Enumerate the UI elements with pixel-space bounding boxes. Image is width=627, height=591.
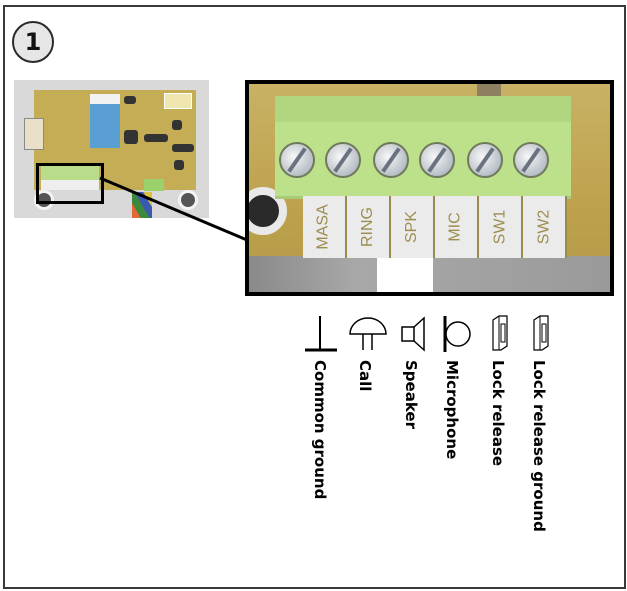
lock-icon [492,315,508,351]
step-number-badge: 1 [12,21,54,63]
terminal-screw [467,142,503,178]
speaker-icon [401,316,425,352]
terminal-label-spk: SPK [391,196,435,258]
wires [132,192,152,218]
terminal-label-text: MASA [315,204,332,250]
mounting-hole [178,190,198,210]
component [124,96,136,104]
legend-label: Lock release [489,360,507,467]
housing-gap [377,256,433,292]
terminal-block-closeup-photo: MASA RING SPK MIC SW1 SW2 [245,80,614,296]
terminal-screw [419,142,455,178]
terminal-label-mic: MIC [435,196,479,258]
terminal-screw [373,142,409,178]
terminal-block-top [275,96,571,122]
secondary-terminal [144,179,164,191]
relay-component [90,94,120,148]
legend-label: Common ground [311,360,329,500]
component [144,134,168,142]
pcb-label-sticker [164,93,192,109]
terminal-screw [325,142,361,178]
highlight-rectangle [36,163,104,204]
ground-icon [305,316,337,352]
component [172,144,194,152]
component [174,160,184,170]
legend-label: Call [356,360,374,392]
legend-label: Microphone [443,360,461,460]
terminal-label-ring: RING [347,196,391,258]
terminal-screw [513,142,549,178]
terminal-label-text: SPK [402,210,420,244]
microphone-icon [443,316,471,352]
mounting-hole [34,190,54,210]
terminal-label-text: RING [359,207,376,247]
terminal-label-text: SW1 [490,209,508,245]
terminal-label-sw1: SW1 [479,196,523,258]
terminal-label-text: SW2 [534,209,552,245]
terminal-screw [279,142,315,178]
legend-label: Lock release ground [530,360,548,532]
bell-icon [349,317,387,350]
lock-icon [533,315,549,351]
side-connector [24,118,44,150]
component-edge [477,84,501,98]
terminal-labels-small [41,180,99,190]
component [172,120,182,130]
component [124,130,138,144]
terminal-block-small [41,166,99,180]
terminal-label-text: MIC [446,212,464,242]
terminal-label-masa: MASA [303,196,347,258]
terminal-label-sw2: SW2 [523,196,567,258]
legend-label: Speaker [402,360,420,429]
